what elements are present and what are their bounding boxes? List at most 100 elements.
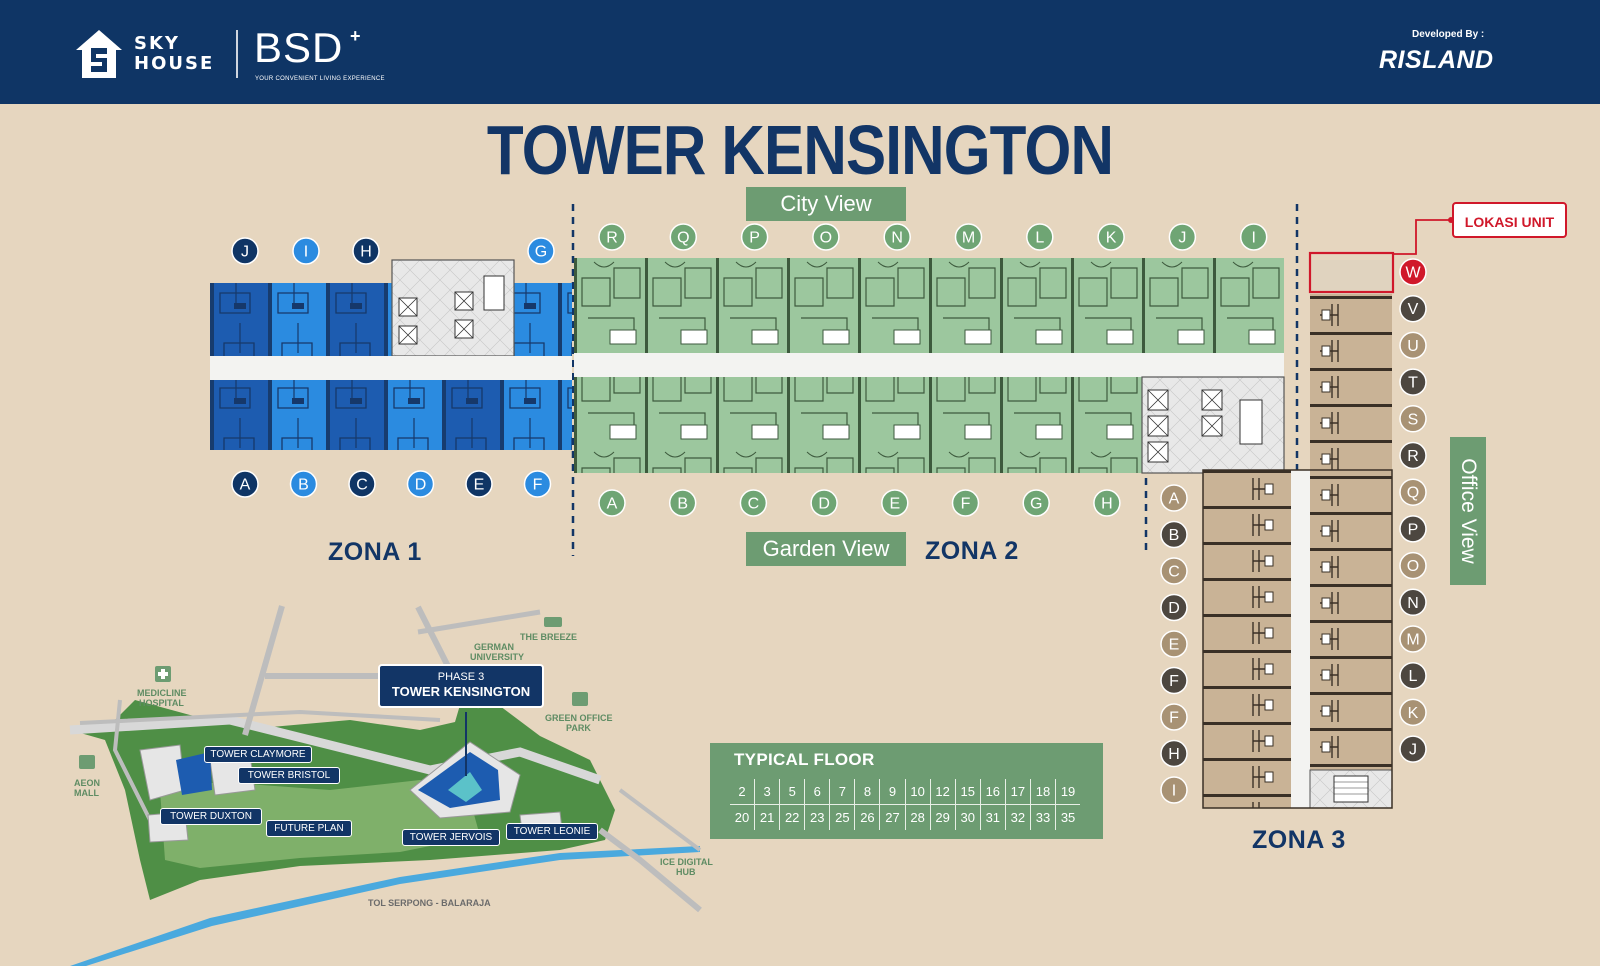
zona2-unit-badge[interactable]: R [598, 223, 626, 251]
floor-cell: 2 [738, 784, 746, 799]
landmark-label: UNIVERSITY [470, 652, 525, 662]
floor-cell: 3 [754, 779, 779, 804]
floor-cell: 33 [1029, 805, 1055, 830]
zona2-unit-badge[interactable]: F [951, 489, 980, 517]
zona2-building [574, 258, 1285, 474]
zona2-unit-badge[interactable]: J [1168, 223, 1197, 251]
zona1-unit-badge[interactable]: C [348, 470, 376, 498]
tower-tag[interactable]: TOWER JERVOIS [402, 829, 500, 846]
zona2-unit-badge[interactable]: G [1022, 489, 1050, 517]
zona3-unit-badge[interactable]: D [1160, 593, 1188, 622]
zona3-unit-badge-label: U [1407, 338, 1419, 355]
zona1-unit-badge[interactable]: I [292, 237, 320, 265]
zona2-unit-badge[interactable]: D [810, 489, 838, 517]
logo-divider [236, 30, 238, 78]
zona1-unit-badge[interactable]: A [231, 470, 259, 498]
zona3-unit-badge[interactable]: A [1160, 484, 1188, 512]
zona2-unit-badge[interactable]: H [1093, 489, 1121, 517]
zona2-unit-badge[interactable]: A [598, 489, 626, 517]
developer-label: Developed By : [1412, 29, 1485, 40]
zona3-unit-badge[interactable]: R [1399, 441, 1427, 470]
phase3-callout: PHASE 3 TOWER KENSINGTON [378, 664, 544, 708]
zona2-unit-badge[interactable]: P [740, 223, 769, 251]
zona3-unit-badge-label: S [1408, 411, 1419, 428]
zona2-unit-badge[interactable]: E [881, 489, 909, 517]
garden-view-label: Garden View [746, 532, 906, 566]
zona1-unit-badge[interactable]: J [231, 237, 259, 265]
sky-house-logo-icon [76, 30, 122, 78]
tower-tag[interactable]: TOWER LEONIE [506, 823, 598, 840]
zona1-unit-badge[interactable]: B [289, 470, 318, 498]
zona1-unit-badge-label: G [535, 244, 547, 261]
bsd-wordmark: BSD [254, 24, 344, 71]
zona3-unit-badge[interactable]: O [1399, 551, 1427, 580]
landmark-label: THE BREEZE [520, 632, 578, 642]
zona2-unit-badge[interactable]: B [668, 489, 697, 517]
zona3-building [1202, 217, 1454, 809]
zona2-unit-badge[interactable]: K [1097, 223, 1125, 251]
landmark-label: MEDICLINE [137, 688, 187, 698]
zona1-unit-badge[interactable]: H [352, 237, 380, 265]
zona3-unit-badge[interactable]: C [1160, 557, 1188, 585]
zona1-label: ZONA 1 [328, 538, 422, 566]
zona3-unit-badge[interactable]: T [1399, 368, 1427, 396]
floor-cell: 29 [929, 805, 955, 830]
zona1-unit-badge[interactable]: E [465, 470, 493, 498]
bsd-tagline: YOUR CONVENIENT LIVING EXPERIENCE [255, 76, 385, 82]
floor-cell: 35 [1055, 805, 1080, 830]
tower-tag[interactable]: TOWER DUXTON [160, 808, 262, 825]
floor-cell: 30 [954, 805, 980, 830]
zona2-unit-badge[interactable]: C [739, 489, 768, 517]
zona3-unit-badge[interactable]: F [1160, 666, 1188, 695]
zona2-unit-badge[interactable]: N [883, 223, 911, 251]
floor-cell: 31 [979, 805, 1005, 830]
zona2-unit-badge[interactable]: L [1026, 223, 1054, 251]
zona2-unit-badge[interactable]: I [1239, 223, 1268, 251]
floor-cell: 8 [854, 779, 879, 804]
zona3-unit-badge[interactable]: B [1160, 520, 1188, 549]
zona3-unit-badge[interactable]: E [1160, 630, 1188, 658]
zona3-unit-badge[interactable]: Q [1399, 478, 1427, 506]
zona2-unit-badge[interactable]: M [954, 223, 983, 251]
zona3-unit-badge[interactable]: J [1399, 735, 1427, 763]
zona2-unit-badge[interactable]: O [812, 223, 840, 251]
zona3-unit-badge[interactable]: I [1160, 776, 1188, 804]
zona3-unit-badge-label: F [1169, 673, 1179, 690]
sky-house-wordmark: SKY HOUSE [134, 34, 214, 74]
zona2-unit-badge-label: N [891, 230, 903, 247]
tower-tag[interactable]: TOWER CLAYMORE [204, 746, 312, 763]
selected-unit-highlight [1308, 251, 1395, 294]
zona1-unit-badge[interactable]: F [523, 470, 552, 498]
landmark-label: GREEN OFFICE [545, 713, 613, 723]
zona3-unit-badge[interactable]: H [1160, 739, 1188, 768]
mall-icon [79, 755, 95, 769]
floor-cell: 22 [779, 805, 804, 830]
zona1-unit-badge[interactable]: D [406, 470, 435, 498]
zona3-unit-badge[interactable]: W [1399, 258, 1427, 286]
zona3-unit-badge-label: I [1172, 783, 1176, 800]
zona3-unit-badge[interactable]: L [1399, 661, 1427, 690]
zona3-unit-badge-label: H [1168, 746, 1180, 763]
zona3-unit-badge[interactable]: F [1160, 703, 1188, 731]
zona3-unit-badge[interactable]: M [1399, 625, 1427, 653]
zona3-unit-badge[interactable]: K [1399, 698, 1427, 727]
tower-tag[interactable]: FUTURE PLAN [266, 820, 352, 837]
brand-line2: HOUSE [134, 53, 215, 74]
zona3-unit-badge[interactable]: N [1399, 588, 1427, 617]
floor-cell: 25 [829, 805, 854, 830]
zona2-unit-badge[interactable]: Q [669, 223, 698, 251]
zona2-unit-badge-label: C [748, 496, 760, 513]
zona3-unit-badge[interactable]: U [1399, 331, 1427, 360]
tower-tag[interactable]: TOWER BRISTOL [238, 767, 340, 784]
zona2-unit-badge-label: H [1101, 496, 1113, 513]
breeze-icon [544, 617, 562, 627]
zona3-unit-badge[interactable]: V [1399, 294, 1427, 323]
floor-cell: 17 [1004, 779, 1030, 804]
zona3-unit-badge[interactable]: S [1399, 405, 1427, 433]
zona3-unit-badge[interactable]: P [1399, 515, 1427, 543]
floor-cell: 20 [734, 810, 750, 825]
zona1-unit-badge[interactable]: G [527, 237, 555, 265]
floor-cell: 18 [1029, 779, 1055, 804]
